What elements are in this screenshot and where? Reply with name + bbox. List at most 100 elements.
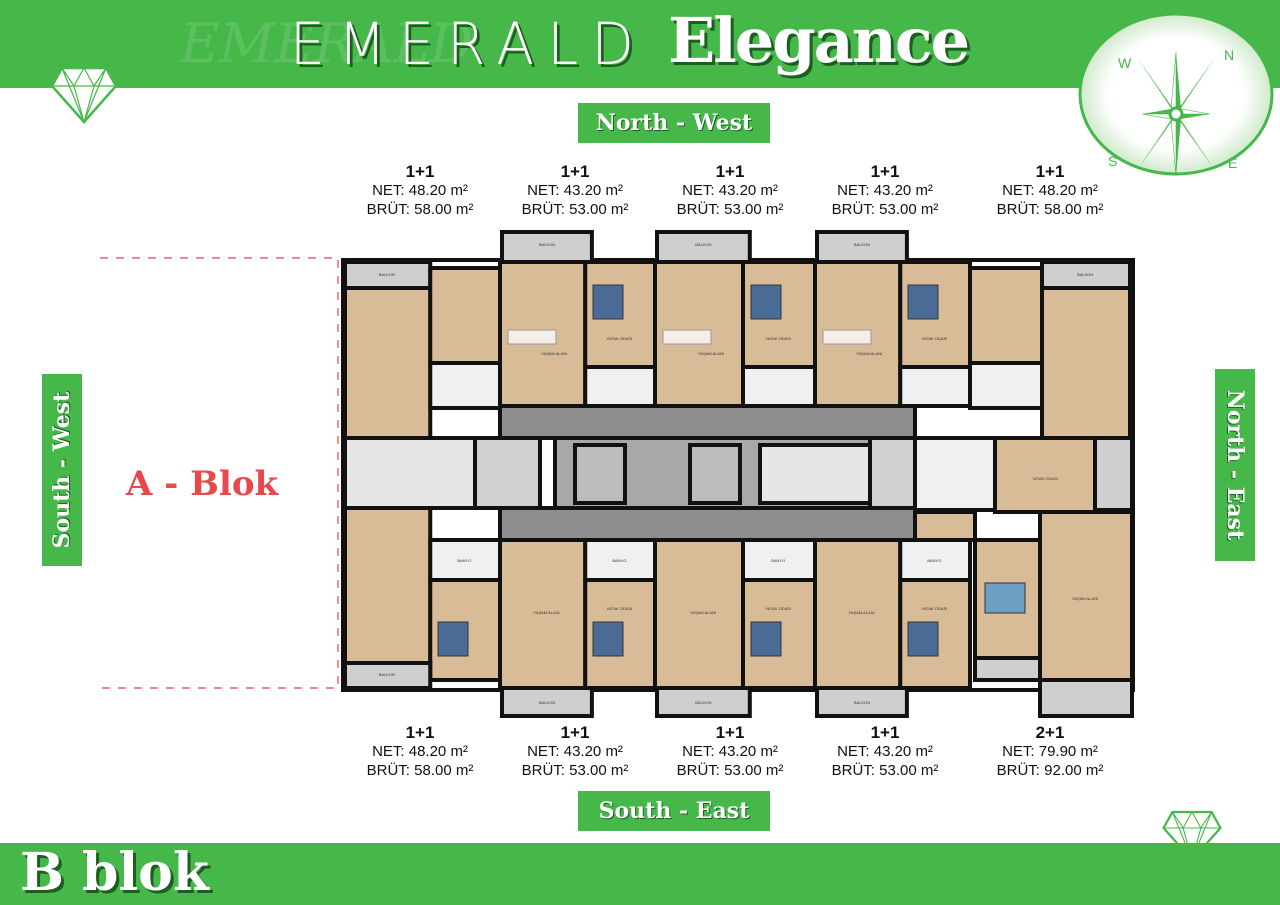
unit-net: NET: 43.20 m²: [682, 743, 778, 760]
bedroom-label: YATAK ODASI: [765, 606, 791, 611]
corridor-top: [498, 404, 917, 440]
bathroom-label: BANYO: [771, 558, 785, 563]
bathroom-label: BANYO: [927, 558, 941, 563]
living-label: YAŞAM ALANI: [1072, 596, 1098, 601]
compass-w: W: [1118, 55, 1132, 71]
balcony: [500, 686, 594, 718]
unit-net: NET: 43.20 m²: [527, 182, 623, 199]
unit-type: 1+1: [560, 723, 590, 742]
balcony: [655, 686, 752, 718]
unit-net: NET: 79.90 m²: [1002, 743, 1098, 760]
bedroom-label: YATAK ODASI: [606, 606, 632, 611]
balcony-label: BALKON: [379, 672, 395, 677]
balcony-label: BALKON: [854, 242, 870, 247]
bed: [750, 284, 782, 320]
unit-brut: BRÜT: 53.00 m²: [831, 762, 939, 779]
unit-brut: BRÜT: 58.00 m²: [996, 201, 1104, 218]
unit-type: 1+1: [715, 162, 745, 181]
living-label: YAŞAM ALANI: [533, 610, 559, 615]
bed: [437, 621, 469, 657]
balcony: [500, 230, 594, 264]
stair-right: [758, 443, 872, 505]
balcony: [815, 230, 909, 264]
stair-left: [343, 436, 477, 510]
living-room: [498, 538, 588, 690]
bathroom: [583, 365, 657, 408]
unit-brut: BRÜT: 53.00 m²: [676, 762, 784, 779]
living-label: YAŞAM ALANI: [856, 351, 882, 356]
balcony: [655, 230, 752, 264]
unit-net: NET: 43.20 m²: [837, 743, 933, 760]
living-label: YAŞAM ALANI: [848, 610, 874, 615]
unit-net: NET: 43.20 m²: [837, 182, 933, 199]
bedroom: [993, 436, 1097, 514]
bathroom: [741, 365, 817, 408]
bedroom-label: YATAK ODASI: [1032, 476, 1058, 481]
lobby-right: [868, 436, 917, 510]
direction-north-east: North - East: [1215, 369, 1255, 561]
title-elegance: Elegance: [668, 4, 970, 77]
bedroom-label: YATAK ODASI: [921, 336, 947, 341]
bathroom: [913, 436, 997, 512]
bed: [750, 621, 782, 657]
living-room: [343, 286, 433, 440]
compass-e: E: [1228, 155, 1237, 171]
living-label: YAŞAM ALANI: [541, 351, 567, 356]
direction-north-west: North - West: [578, 103, 770, 143]
balcony-label: BALKON: [854, 700, 870, 705]
unit-brut: BRÜT: 92.00 m²: [996, 762, 1104, 779]
unit-brut: BRÜT: 53.00 m²: [676, 201, 784, 218]
bathroom: [428, 361, 502, 410]
bedroom-label: YATAK ODASI: [606, 336, 632, 341]
unit-net: NET: 43.20 m²: [527, 743, 623, 760]
block-label: B blok: [20, 842, 209, 903]
unit-net: NET: 48.20 m²: [372, 182, 468, 199]
bedroom-label: YATAK ODASI: [921, 606, 947, 611]
header-band: [0, 0, 1280, 88]
living-room: [343, 506, 433, 665]
bathroom-label: BANYO: [457, 558, 471, 563]
elevator-left: [573, 443, 627, 505]
living-label: YAŞAM ALANI: [698, 351, 724, 356]
living-room: [1038, 510, 1134, 682]
hallway: [913, 510, 977, 542]
direction-south-west: South - West: [42, 374, 82, 566]
unit-net: NET: 48.20 m²: [372, 743, 468, 760]
balcony-label: BALKON: [695, 700, 711, 705]
elevator-right: [688, 443, 742, 505]
unit-type: 1+1: [715, 723, 745, 742]
corridor-bottom: [498, 506, 917, 542]
footer-band: [0, 843, 1280, 905]
unit-type: 1+1: [405, 723, 435, 742]
balcony-label: BALKON: [379, 272, 395, 277]
compass-s: S: [1108, 153, 1117, 169]
balcony: [1038, 678, 1134, 718]
balcony: [973, 656, 1042, 682]
title-watermark: EMERALD: [180, 12, 473, 75]
lobby-left: [473, 436, 542, 510]
balcony: [815, 686, 909, 718]
unit-type: 1+1: [405, 162, 435, 181]
compass-n: N: [1224, 47, 1234, 63]
bed: [592, 284, 624, 320]
balcony: [1093, 436, 1134, 512]
bed: [907, 621, 939, 657]
bed: [984, 582, 1026, 614]
bedroom-label: YATAK ODASI: [765, 336, 791, 341]
emerald-logo-icon: [50, 66, 118, 125]
living-label: YAŞAM ALANI: [690, 610, 716, 615]
bathroom: [428, 538, 502, 582]
bed: [592, 621, 624, 657]
balcony: [343, 661, 433, 690]
unit-type: 1+1: [870, 723, 900, 742]
balcony-label: BALKON: [695, 242, 711, 247]
